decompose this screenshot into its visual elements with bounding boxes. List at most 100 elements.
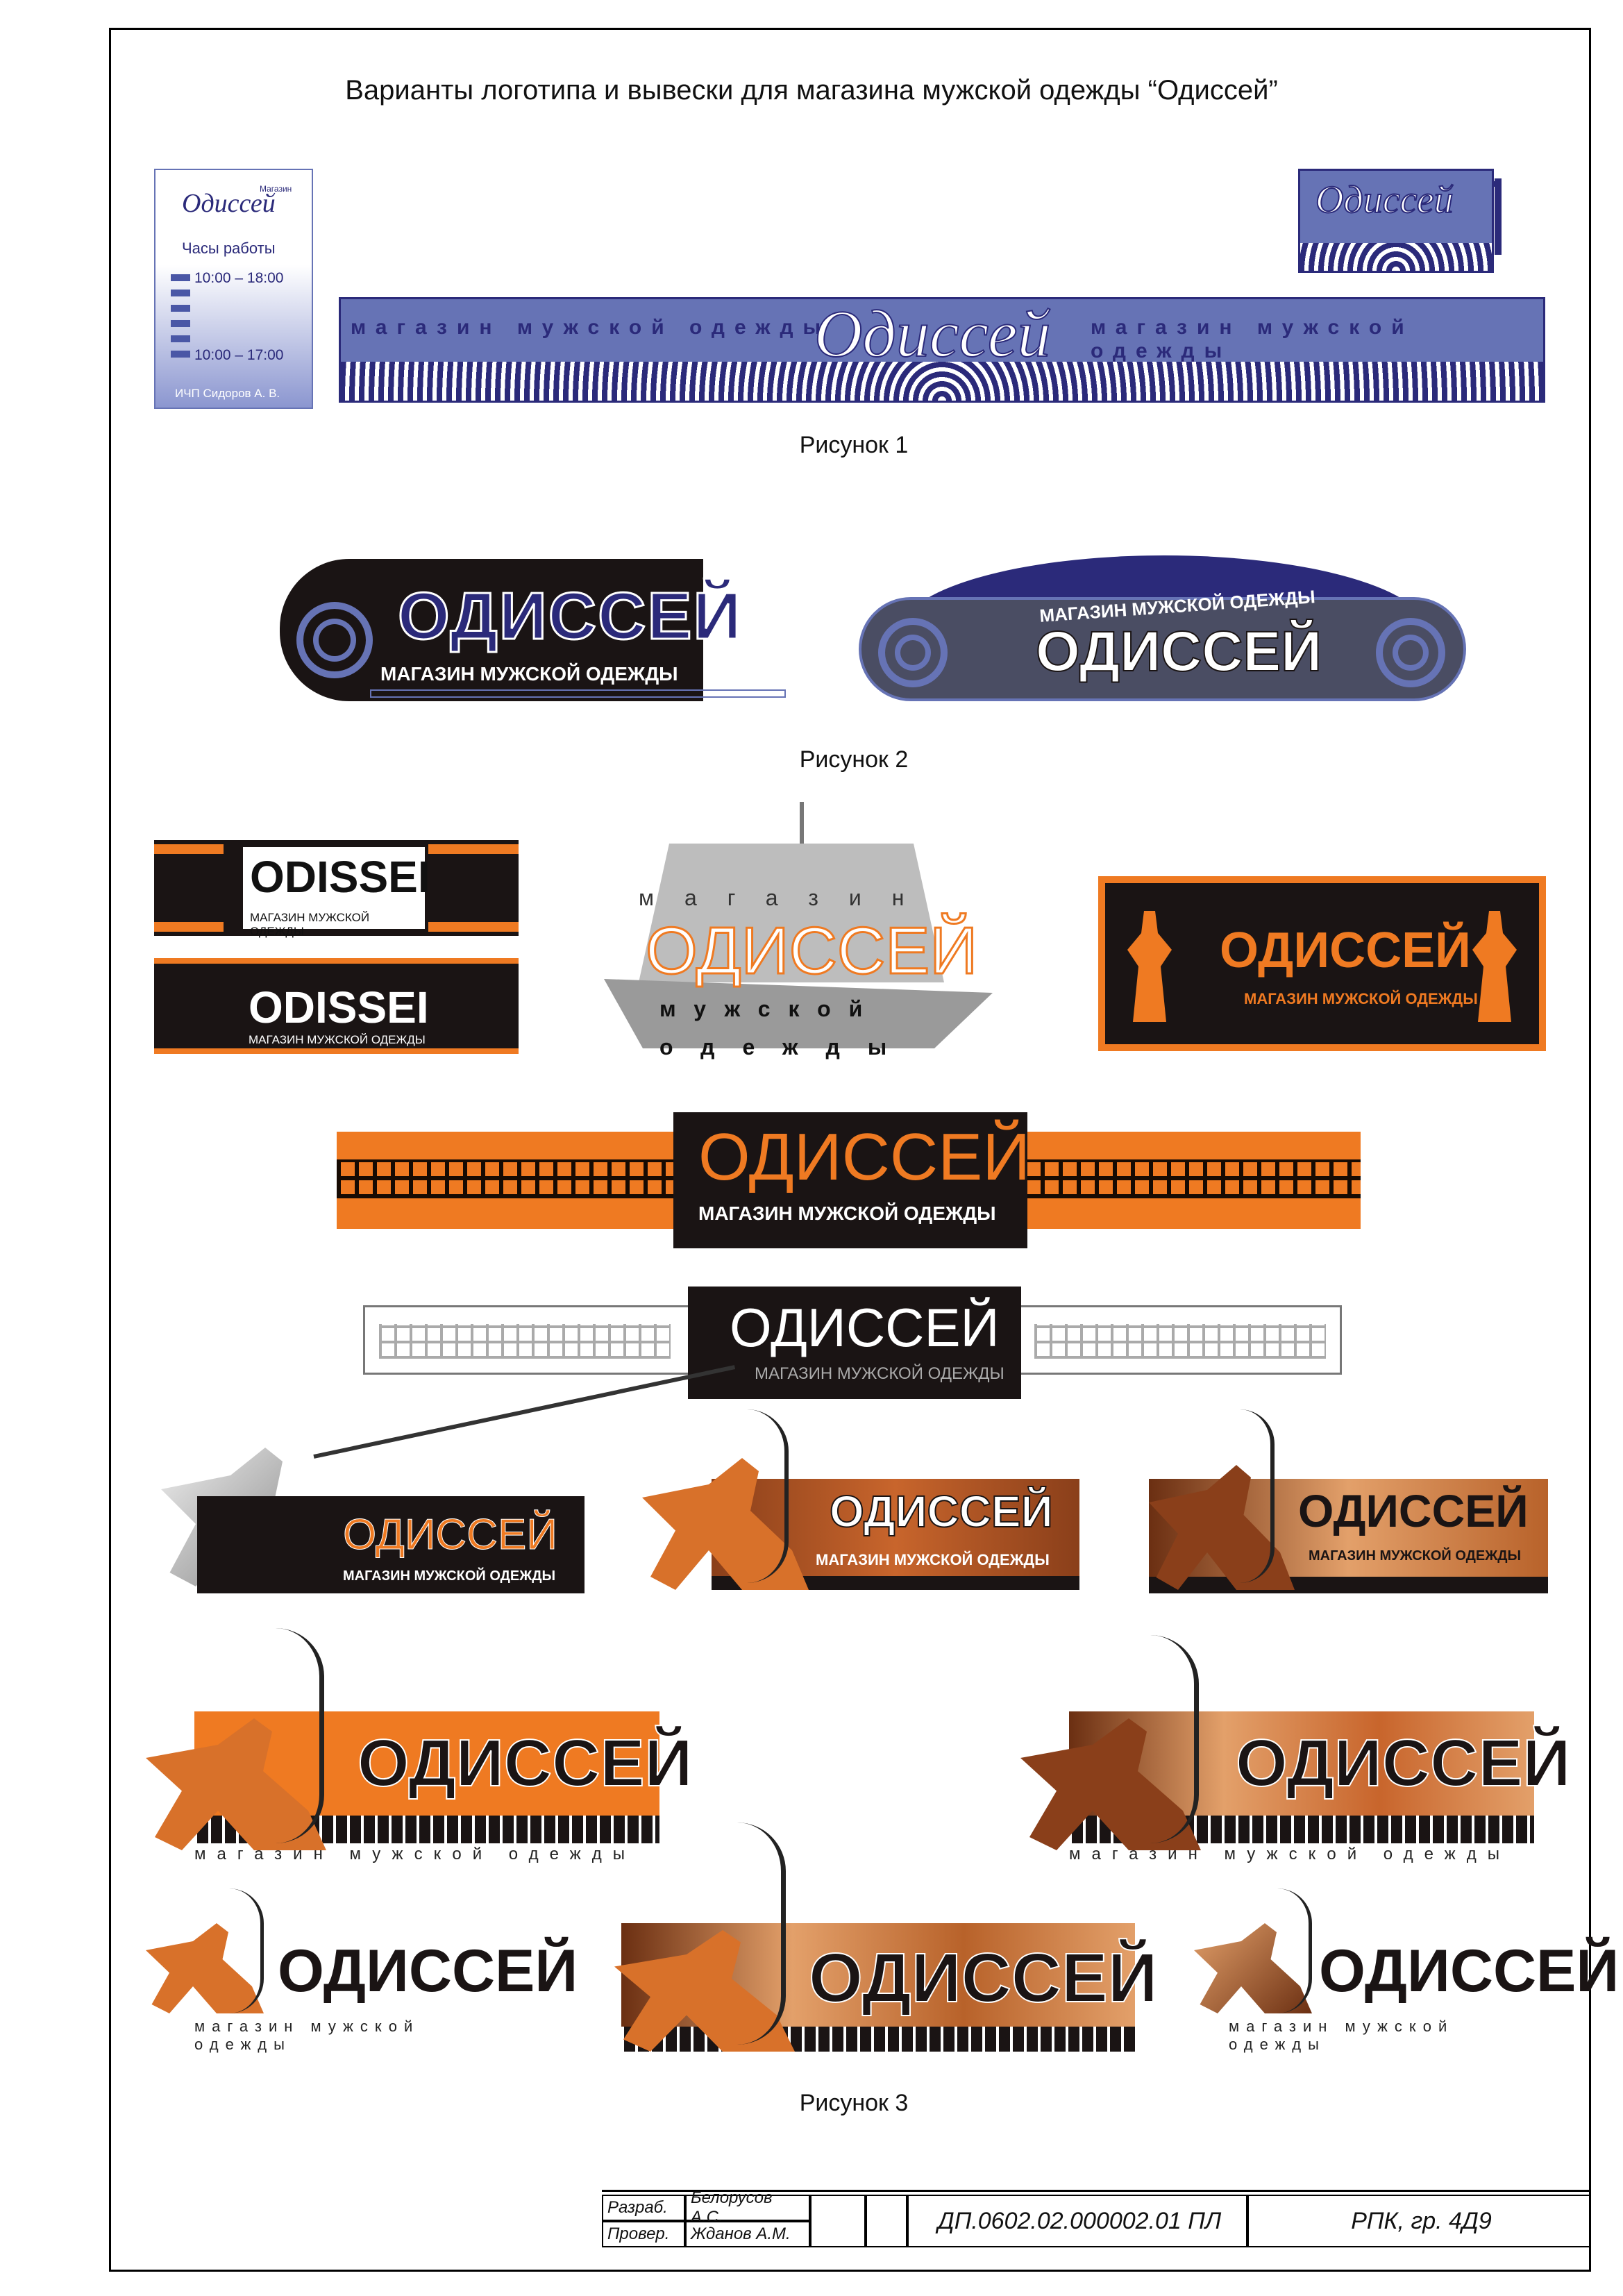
archer-sign-silver-plate: ОДИССЕЙ МАГАЗИН МУЖСКОЙ ОДЕЖДЫ: [197, 1496, 585, 1593]
page-title: Варианты логотипа и вывески для магазина…: [345, 75, 1278, 106]
warrior-sign-tagline: МАГАЗИН МУЖСКОЙ ОДЕЖДЫ: [1244, 990, 1478, 1007]
ship-word-shop: магазин: [639, 885, 935, 910]
arched-sign-name: ОДИССЕЙ: [1035, 619, 1322, 684]
meander-banner: ОДИССЕЙ МАГАЗИН МУЖСКОЙ ОДЕЖДЫ: [337, 1112, 1361, 1248]
hanging-sign-waves: [1300, 243, 1492, 271]
ship-word-mens: мужской: [659, 996, 881, 1021]
archer-sign-bronze-tagline: МАГАЗИН МУЖСКОЙ ОДЕЖДЫ: [1309, 1548, 1522, 1564]
warrior-sign-name: ОДИССЕЙ: [1220, 923, 1471, 978]
bow-icon: [1236, 1409, 1275, 1583]
archer-sign-copper-right-tagline: магазин мужской одежды: [1069, 1845, 1511, 1863]
ship-sail: [639, 844, 944, 982]
warrior-sign: ОДИССЕЙ МАГАЗИН МУЖСКОЙ ОДЕЖДЫ: [1098, 876, 1546, 1051]
scroll-sign-left-tagline: МАГАЗИН МУЖСКОЙ ОДЕЖДЫ: [380, 663, 678, 685]
grey-meander-banner: ОДИССЕЙ МАГАЗИН МУЖСКОЙ ОДЕЖДЫ: [363, 1287, 1342, 1399]
hours-sign-shop: Магазин: [260, 184, 292, 194]
latin-sign-1-plate: ODISSEI МАГАЗИН МУЖСКОЙ ОДЕЖДЫ: [243, 847, 430, 938]
grey-meander-tagline: МАГАЗИН МУЖСКОЙ ОДЕЖДЫ: [755, 1364, 1004, 1383]
banner-tagline-right: магазин мужской одежды: [1091, 316, 1414, 362]
latin-sign-2-name: ODISSEI: [249, 982, 429, 1032]
archer-logo-small-left-name: ОДИССЕЙ: [278, 1938, 578, 2004]
grey-meander-name: ОДИССЕЙ: [730, 1297, 1000, 1358]
archer-sign-orange-name: ОДИССЕЙ: [357, 1725, 693, 1801]
bow-icon: [271, 1628, 324, 1843]
hanging-sign-bracket: [1495, 178, 1502, 255]
latin-sign-1-name: ODISSEI: [250, 852, 430, 902]
latin-sign-2: ODISSEI МАГАЗИН МУЖСКОЙ ОДЕЖДЫ: [154, 958, 519, 1054]
archer-logo-small-left-tagline: магазин мужской одежды: [194, 2018, 420, 2053]
archer-sign-silver-name: ОДИССЕЙ: [343, 1511, 558, 1559]
title-block-doc-code: ДП.0602.02.000002.01 ПЛ: [907, 2195, 1247, 2247]
archer-sign-silver: ОДИССЕЙ МАГАЗИН МУЖСКОЙ ОДЕЖДЫ: [154, 1365, 736, 1593]
ship-word-clothes: одежды: [659, 1034, 915, 1059]
meander-strip: [154, 922, 224, 932]
archer-sign-copper: ОДИССЕЙ МАГАЗИН МУЖСКОЙ ОДЕЖДЫ: [642, 1409, 1079, 1590]
hours-row-weekend: 10:00 – 17:00: [194, 347, 284, 363]
hours-sign-logo: Одиссей: [182, 189, 276, 218]
banner-tagline-left: магазин мужской одежды: [351, 316, 831, 339]
meander-banner-name: ОДИССЕЙ: [698, 1120, 1031, 1194]
grey-meander-plate: ОДИССЕЙ МАГАЗИН МУЖСКОЙ ОДЕЖДЫ: [688, 1287, 1021, 1399]
title-block-dev-name: Белорусов А.С.: [685, 2188, 810, 2227]
hanging-sign: Одиссей: [1298, 169, 1502, 273]
archer-sign-center-name: ОДИССЕЙ: [808, 1938, 1159, 2018]
caption-figure-1: Рисунок 1: [799, 432, 909, 458]
scroll-sign-left-rail: [370, 689, 786, 698]
title-block: Разраб. Белорусов А.С. Провер. Жданов А.…: [602, 2188, 1591, 2274]
arched-sign-body: [859, 597, 1466, 701]
meander-pattern: [379, 1324, 671, 1359]
meander-pattern: [1034, 1324, 1326, 1359]
warrior-figure-icon: [1127, 911, 1172, 1022]
title-block-group: РПК, гр. 4Д9: [1247, 2195, 1591, 2247]
hanging-sign-panel: Одиссей: [1298, 169, 1494, 273]
archer-sign-copper-right-plate: ОДИССЕЙ: [1069, 1711, 1571, 1843]
meander-strip: [154, 844, 224, 854]
hours-sign-owner: ИЧП Сидоров А. В.: [175, 387, 280, 400]
archer-sign-orange-tagline: магазин мужской одежды: [194, 1845, 636, 1863]
hours-bars: [171, 274, 190, 358]
latin-sign-1: ODISSEI МАГАЗИН МУЖСКОЙ ОДЕЖДЫ: [154, 840, 519, 938]
caption-figure-3: Рисунок 3: [799, 2090, 909, 2116]
bow-icon: [1145, 1635, 1199, 1843]
scroll-sign-left-name: ОДИССЕЙ: [396, 578, 743, 655]
meander-strip: [428, 844, 519, 854]
main-banner-1: магазин мужской одежды Одиссей магазин м…: [339, 296, 1545, 403]
title-block-sign-col: [810, 2195, 866, 2247]
drawing-frame: [109, 28, 1591, 2272]
archer-sign-silver-tagline: МАГАЗИН МУЖСКОЙ ОДЕЖДЫ: [343, 1568, 556, 1584]
archer-sign-bronze: ОДИССЕЙ МАГАЗИН МУЖСКОЙ ОДЕЖДЫ: [1111, 1409, 1548, 1593]
meander-banner-plate: ОДИССЕЙ МАГАЗИН МУЖСКОЙ ОДЕЖДЫ: [673, 1112, 1031, 1248]
archer-logo-small-right: ОДИССЕЙ магазин мужской одежды: [1194, 1888, 1619, 2053]
archer-sign-copper-tagline: МАГАЗИН МУЖСКОЙ ОДЕЖДЫ: [816, 1551, 1050, 1568]
archer-sign-copper-right-name: ОДИССЕЙ: [1235, 1725, 1571, 1801]
hanging-sign-logo: Одиссей: [1315, 178, 1454, 222]
archer-sign-center: ОДИССЕЙ: [580, 1822, 1159, 2052]
title-block-check-name: Жданов А.М.: [685, 2221, 810, 2247]
arched-sign: МАГАЗИН МУЖСКОЙ ОДЕЖДЫ ОДИССЕЙ: [859, 555, 1466, 705]
archer-logo-small-right-tagline: магазин мужской одежды: [1229, 2018, 1454, 2053]
latin-sign-1-tagline: МАГАЗИН МУЖСКОЙ ОДЕЖДЫ: [250, 911, 370, 938]
spiral-icon: [1376, 618, 1445, 687]
hours-sign-heading: Часы работы: [182, 240, 276, 257]
archer-sign-bronze-name: ОДИССЕЙ: [1298, 1485, 1529, 1536]
title-block-dev-label: Разраб.: [602, 2195, 685, 2221]
archer-sign-copper-name: ОДИССЕЙ: [829, 1486, 1054, 1537]
archer-logo-small-right-name: ОДИССЕЙ: [1319, 1938, 1620, 2004]
caption-figure-2: Рисунок 2: [799, 746, 909, 773]
scroll-sign-left: ОДИССЕЙ МАГАЗИН МУЖСКОЙ ОДЕЖДЫ: [280, 559, 786, 701]
title-block-date-col: [866, 2195, 907, 2247]
latin-sign-2-tagline: МАГАЗИН МУЖСКОЙ ОДЕЖДЫ: [249, 1033, 426, 1046]
archer-sign-orange-left: ОДИССЕЙ магазин мужской одежды: [146, 1628, 693, 1864]
archer-logo-small-left: ОДИССЕЙ магазин мужской одежды: [146, 1888, 578, 2053]
banner-waves: [341, 362, 1543, 401]
hours-row-weekdays: 10:00 – 18:00: [194, 270, 284, 286]
hours-sign: Магазин Одиссей Часы работы 10:00 – 18:0…: [154, 169, 313, 409]
spiral-icon: [296, 602, 373, 678]
meander-strip: [428, 922, 519, 932]
title-block-check-label: Провер.: [602, 2221, 685, 2247]
ship-logo: магазин ОДИССЕЙ мужской одежды: [597, 802, 1007, 1073]
bow-icon: [1274, 1888, 1312, 2013]
ship-logo-name: ОДИССЕЙ: [644, 913, 978, 989]
archer-sign-copper-right: ОДИССЕЙ магазин мужской одежды: [1020, 1635, 1571, 1864]
bow-icon: [226, 1888, 264, 2013]
